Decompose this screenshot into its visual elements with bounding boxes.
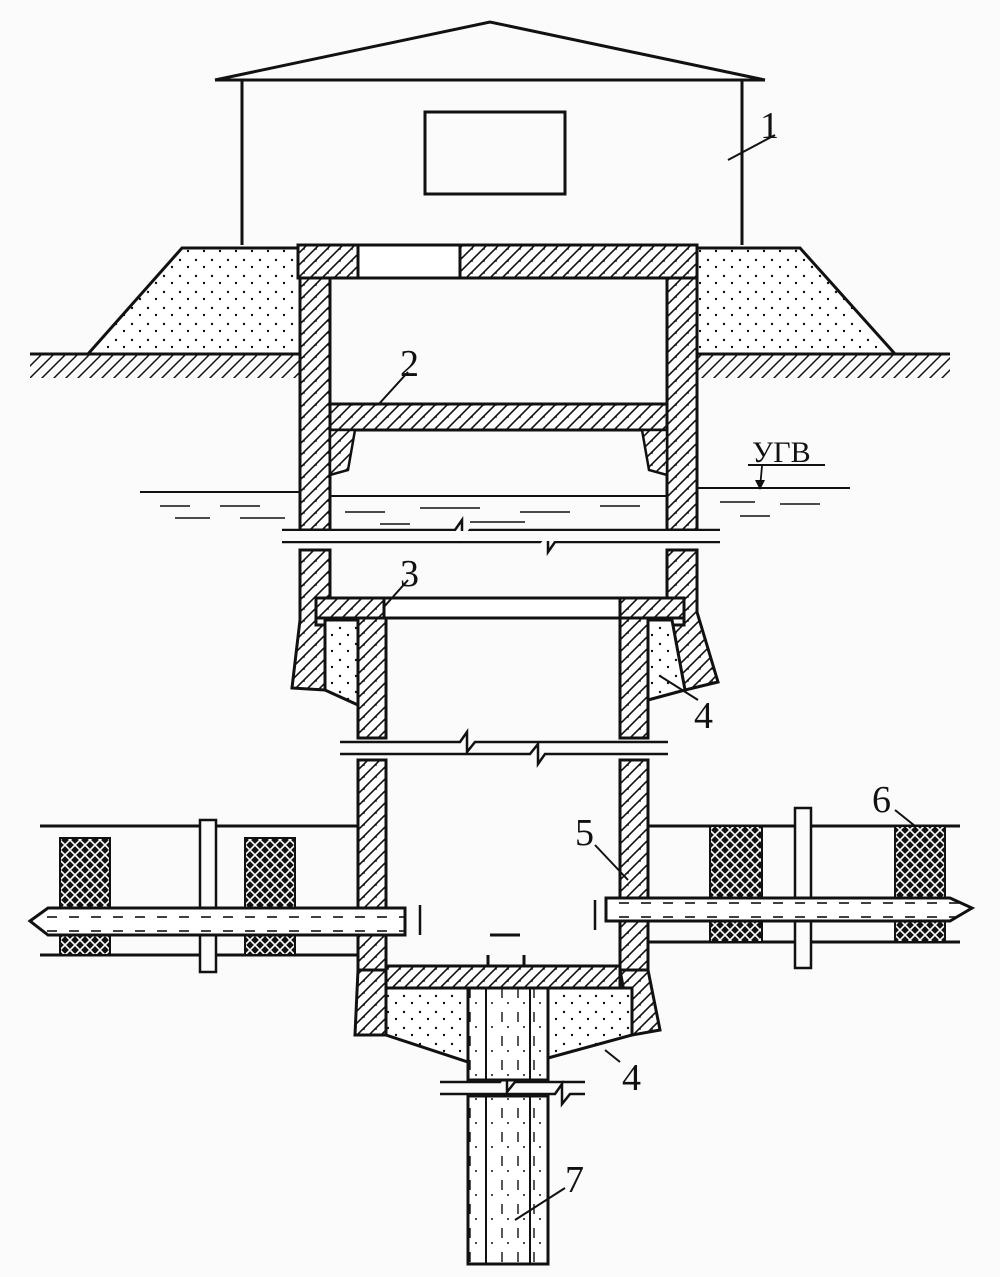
label-2-slab: 2: [400, 343, 419, 385]
label-1-pavilion: 1: [760, 105, 779, 147]
groundwater-level: [140, 464, 850, 525]
pavilion: [214, 20, 766, 245]
label-5-lower-shaft: 5: [575, 812, 594, 854]
leader-lines: [377, 134, 916, 1221]
vertical-well: [466, 986, 550, 1266]
window: [423, 110, 567, 196]
upper-cutting-shoe: [290, 548, 720, 708]
right-filter-gallery: [593, 806, 976, 970]
label-ugv: УГВ: [752, 436, 811, 469]
left-filter-gallery: [27, 818, 422, 974]
label-6-filter: 6: [872, 779, 891, 821]
label-7-well: 7: [565, 1159, 584, 1201]
upper-shaft: [296, 243, 699, 532]
backfill-mound: [84, 246, 899, 356]
label-4-lower-plug: 4: [622, 1057, 641, 1099]
ground-surface: [30, 352, 950, 378]
label-4-upper-plug: 4: [694, 695, 713, 737]
break-lines: [282, 516, 720, 1108]
label-3-slab: 3: [400, 553, 419, 595]
